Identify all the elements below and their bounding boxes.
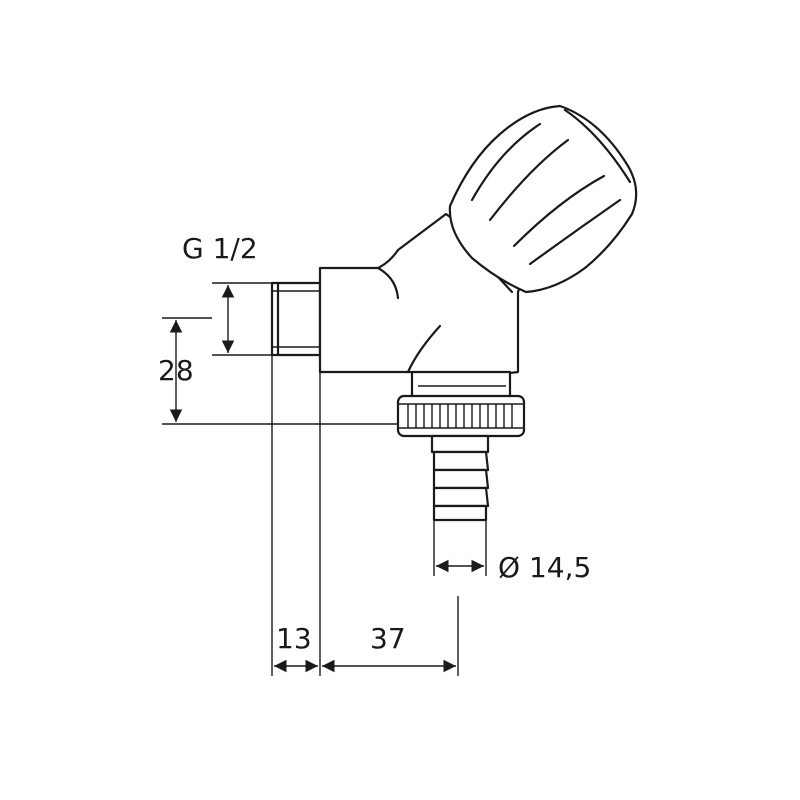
diameter-label: Ø 14,5 [498, 551, 591, 584]
outlet-neck [410, 370, 512, 400]
extension-lines [162, 282, 487, 676]
dimension-diameter: Ø 14,5 [436, 551, 591, 584]
height-label: 28 [158, 354, 194, 387]
dimension-height: 28 [158, 320, 194, 422]
thread-label: G 1/2 [182, 232, 258, 265]
offset-small-label: 13 [276, 622, 312, 655]
offset-large-label: 37 [370, 622, 406, 655]
dimension-offset-small: 13 [274, 622, 318, 673]
dimension-thread: G 1/2 [182, 232, 258, 353]
valve-body [270, 104, 638, 522]
threaded-inlet [270, 281, 322, 357]
handle-knob [448, 104, 638, 294]
hose-barb [430, 434, 490, 522]
dimension-offset-large: 37 [322, 622, 456, 673]
knurled-nut [396, 394, 526, 438]
